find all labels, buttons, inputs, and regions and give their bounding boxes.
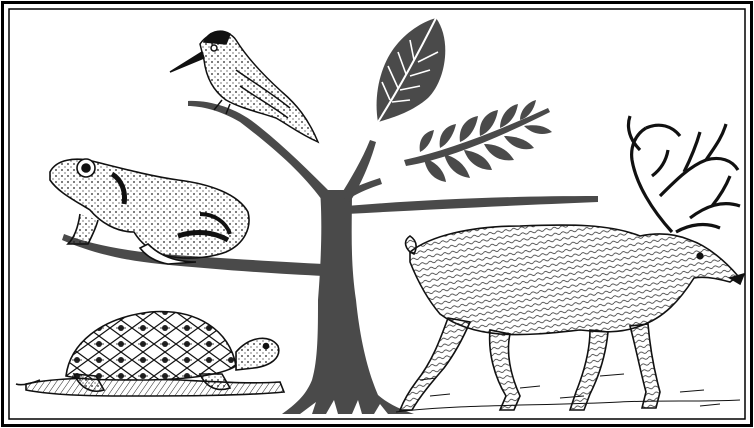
illustration-canvas (0, 0, 754, 428)
illustration-frame (0, 0, 754, 428)
